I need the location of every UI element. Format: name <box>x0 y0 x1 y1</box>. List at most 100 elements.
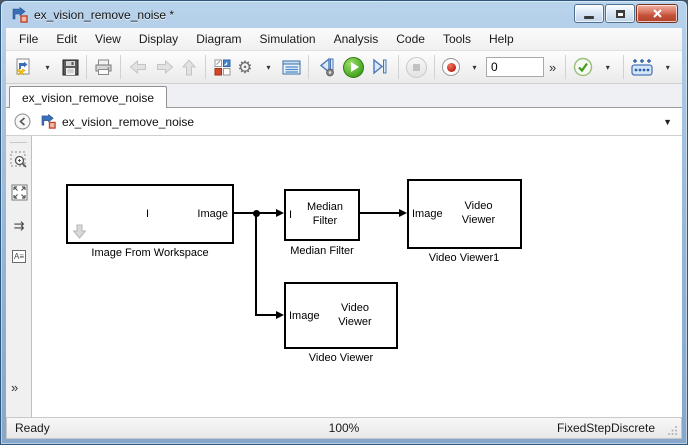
annotation-icon: A≡ <box>11 249 26 263</box>
save-button[interactable] <box>59 54 81 81</box>
toolbar-overflow-button[interactable]: » <box>549 59 557 75</box>
status-ready-text: Ready <box>15 421 50 435</box>
block-video-viewer1[interactable]: Image Video Viewer <box>407 179 522 249</box>
tab-model[interactable]: ex_vision_remove_noise <box>9 86 168 108</box>
close-button[interactable] <box>636 4 678 23</box>
model-explorer-icon <box>282 60 301 74</box>
block-content-text: Video Viewer <box>461 200 496 226</box>
run-icon <box>343 56 364 78</box>
block-median-filter[interactable]: I Median Filter <box>284 189 360 241</box>
editor-palette: ⇉ A≡ » <box>6 136 32 417</box>
block-video-viewer[interactable]: Image Video Viewer <box>284 282 398 349</box>
wire-to-video-viewer[interactable] <box>255 314 277 316</box>
status-solver-name[interactable]: FixedStepDiscrete <box>556 421 655 435</box>
library-browser-icon <box>214 59 230 75</box>
resize-grip[interactable] <box>668 425 678 435</box>
model-advisor-button[interactable] <box>571 54 595 81</box>
caret-down-icon: ▾ <box>472 62 477 72</box>
step-forward-button[interactable] <box>367 54 393 81</box>
print-icon <box>95 59 112 75</box>
zoom-region-icon <box>10 151 27 168</box>
menu-view[interactable]: View <box>95 32 121 46</box>
download-arrow-icon <box>73 224 86 239</box>
palette-overflow-button[interactable]: » <box>11 380 19 395</box>
menu-analysis[interactable]: Analysis <box>333 32 379 46</box>
menu-file[interactable]: File <box>19 32 39 46</box>
step-back-button[interactable] <box>314 54 340 81</box>
navigate-back-button[interactable] <box>126 54 151 81</box>
record-icon <box>442 58 460 76</box>
model-settings-button[interactable]: ⚙ <box>234 54 256 81</box>
close-icon <box>652 9 662 18</box>
wire-branch-down[interactable] <box>255 212 257 315</box>
menu-help[interactable]: Help <box>488 32 514 46</box>
menu-code[interactable]: Code <box>396 32 425 46</box>
diagram-canvas[interactable]: I Image Image From Workspace I Median Fi… <box>32 136 682 417</box>
input-port-label: Image <box>412 208 443 220</box>
run-button[interactable] <box>341 54 366 81</box>
breakpoints-list-icon <box>631 59 653 76</box>
menu-display[interactable]: Display <box>138 32 179 46</box>
toolbar-separator <box>565 55 567 79</box>
block-name-median-filter[interactable]: Median Filter <box>290 245 354 257</box>
menu-edit[interactable]: Edit <box>56 32 78 46</box>
toolbar-separator <box>308 55 309 79</box>
annotation-button[interactable]: A≡ <box>9 246 29 266</box>
zoom-region-button[interactable] <box>9 150 29 170</box>
block-name-video-viewer1[interactable]: Video Viewer1 <box>428 252 500 264</box>
navigate-up-button[interactable] <box>178 54 200 81</box>
maximize-button[interactable] <box>605 4 635 23</box>
explorer-bar: ex_vision_remove_noise ▼ <box>6 108 682 136</box>
stop-button[interactable] <box>404 54 429 81</box>
menu-simulation[interactable]: Simulation <box>259 32 316 46</box>
caret-down-icon: ▾ <box>665 62 670 72</box>
hide-explorer-bar-button[interactable] <box>14 113 31 130</box>
debug-breakpoints-dropdown[interactable]: ▾ <box>656 54 678 81</box>
signal-routing-button[interactable]: ⇉ <box>9 216 29 236</box>
window-title: ex_vision_remove_noise * <box>34 7 175 22</box>
toolbar-separator <box>86 55 87 79</box>
model-explorer-button[interactable] <box>280 54 303 81</box>
wire-arrowhead <box>276 311 284 319</box>
block-content-text: I <box>146 208 150 220</box>
stop-icon <box>406 56 427 78</box>
new-model-button[interactable] <box>12 54 35 81</box>
navigate-forward-button[interactable] <box>152 54 177 81</box>
input-port-label: I <box>289 209 293 221</box>
wire-median-to-vv1[interactable] <box>360 212 400 214</box>
block-name-video-viewer[interactable]: Video Viewer <box>308 352 374 364</box>
menu-tools[interactable]: Tools <box>442 32 471 46</box>
status-zoom-level: 100% <box>328 421 360 435</box>
simulink-model-icon <box>41 114 56 129</box>
title-bar[interactable]: ex_vision_remove_noise * <box>6 1 682 28</box>
library-browser-button[interactable] <box>211 54 233 81</box>
print-button[interactable] <box>92 54 115 81</box>
tab-bar: ex_vision_remove_noise <box>6 84 682 108</box>
wire-arrowhead <box>399 209 407 217</box>
status-bar: Ready 100% FixedStepDiscrete <box>6 417 682 439</box>
menu-bar: File Edit View Display Diagram Simulatio… <box>6 28 682 51</box>
model-advisor-dropdown[interactable]: ▾ <box>596 54 618 81</box>
record-dropdown[interactable]: ▾ <box>463 54 485 81</box>
maximize-icon <box>615 9 625 18</box>
record-button[interactable] <box>440 54 462 81</box>
double-arrow-icon: ⇉ <box>13 218 25 233</box>
simulink-model-icon <box>12 6 28 23</box>
tab-label: ex_vision_remove_noise <box>22 90 155 105</box>
toolbar-separator <box>205 55 206 79</box>
simulation-stop-time-input[interactable] <box>486 57 544 77</box>
block-name-image-from-workspace[interactable]: Image From Workspace <box>91 247 209 259</box>
fit-to-view-icon <box>11 184 27 200</box>
model-settings-dropdown[interactable]: ▾ <box>257 54 279 81</box>
block-image-from-workspace[interactable]: I Image <box>66 184 234 244</box>
model-advisor-check-icon <box>573 57 593 77</box>
debug-breakpoints-button[interactable] <box>629 54 655 81</box>
menu-diagram[interactable]: Diagram <box>196 32 242 46</box>
wire-arrowhead <box>276 209 284 217</box>
breadcrumb-model-name[interactable]: ex_vision_remove_noise <box>62 114 195 129</box>
new-model-dropdown[interactable]: ▾ <box>36 54 58 81</box>
minimize-button[interactable] <box>574 4 604 23</box>
fit-to-view-button[interactable] <box>9 182 29 202</box>
breadcrumb-dropdown-icon[interactable]: ▼ <box>663 116 672 127</box>
